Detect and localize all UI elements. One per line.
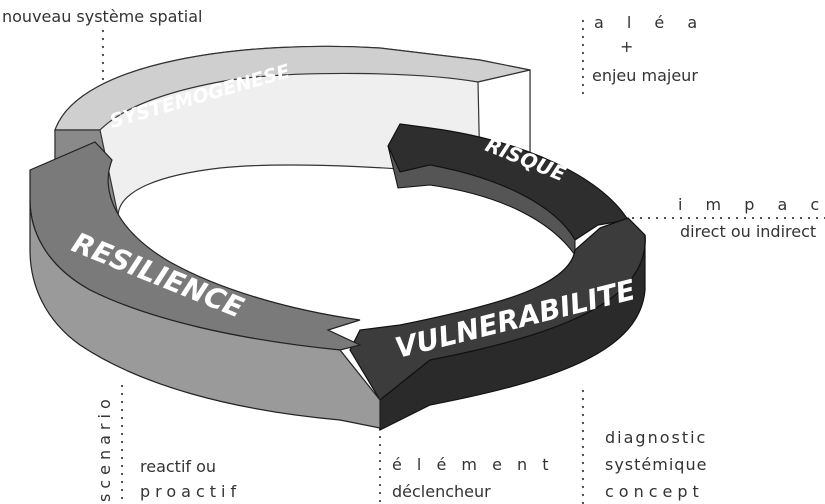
annotation-direct: direct ou indirect bbox=[680, 222, 816, 241]
segment-resilience: RESILIENCE bbox=[29, 141, 381, 429]
annotation-concept: concept bbox=[605, 482, 704, 501]
annotation-diagnostic: diagnostic bbox=[605, 428, 707, 447]
annotation-enjeu: enjeu majeur bbox=[592, 66, 698, 85]
annotation-impact: i m p a c t bbox=[678, 195, 825, 214]
segment-systemogenese: SYSTEMOGENESE bbox=[54, 45, 531, 217]
annotation-proactif: proactif bbox=[140, 482, 241, 501]
annotation-element: é l é m e n t bbox=[392, 455, 554, 474]
dotted-guides bbox=[102, 20, 825, 504]
annotation-reactif: reactif ou bbox=[140, 457, 216, 476]
annotation-alea: a l é a bbox=[594, 13, 706, 32]
annotation-declencheur: déclencheur bbox=[392, 482, 491, 501]
segment-risque: RISQUE bbox=[387, 123, 629, 257]
annotation-scenario: scenario bbox=[95, 394, 114, 502]
annotation-plus: + bbox=[620, 37, 633, 56]
annotation-systemique: systémique bbox=[605, 455, 707, 474]
annotation-nouveau-systeme: nouveau système spatial bbox=[2, 7, 202, 26]
segment-vulnerabilite: VULNERABILITE bbox=[349, 217, 646, 431]
